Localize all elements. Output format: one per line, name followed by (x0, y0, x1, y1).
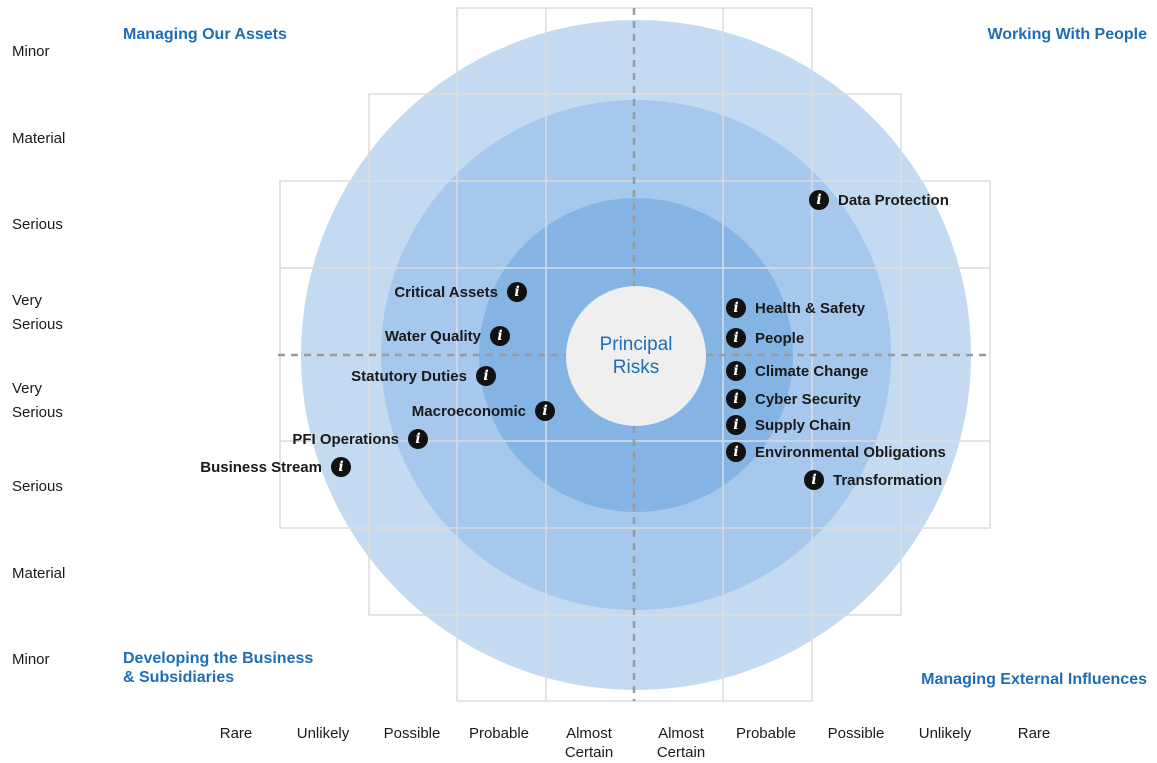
risk-statutory-duties[interactable]: Statutory Duties i (351, 366, 496, 386)
risk-label: Transformation (833, 471, 943, 489)
risk-label: Statutory Duties (351, 367, 467, 385)
info-icon[interactable]: i (726, 298, 746, 318)
info-icon[interactable]: i (490, 326, 510, 346)
risk-cyber-security[interactable]: i Cyber Security (726, 389, 861, 409)
risk-label: Environmental Obligations (755, 443, 946, 461)
quadrant-title-line: Developing the Business (123, 650, 314, 667)
likelihood-label-possible: Possible (383, 725, 441, 742)
risk-people[interactable]: i People (726, 328, 804, 348)
dashed-axes (278, 8, 992, 701)
risk-label: Business Stream (200, 458, 322, 476)
impact-label-line: Very (12, 292, 43, 309)
quadrant-title-external-influences: Managing External Influences (921, 671, 1147, 688)
likelihood-label-probable: Probable (735, 725, 797, 742)
impact-label-line: Very (12, 380, 43, 397)
likelihood-label-unlikely: Unlikely (918, 725, 972, 742)
center-label-line: Risks (612, 357, 660, 378)
risk-label: People (755, 329, 805, 347)
impact-label-minor: Minor (12, 43, 50, 60)
likelihood-label-unlikely: Unlikely (296, 725, 350, 742)
info-icon[interactable]: i (408, 429, 428, 449)
quadrant-title-working-people: Working With People (987, 26, 1147, 43)
info-icon[interactable]: i (535, 401, 555, 421)
risk-label: Cyber Security (755, 390, 861, 408)
likelihood-label-almost-certain: Almost Certain (636, 724, 726, 762)
info-icon[interactable]: i (726, 415, 746, 435)
risk-macroeconomic[interactable]: Macroeconomic i (412, 401, 555, 421)
quadrant-title-managing-assets: Managing Our Assets (123, 26, 287, 43)
info-icon[interactable]: i (507, 282, 527, 302)
likelihood-label-almost-certain: Almost Certain (544, 724, 634, 762)
info-icon[interactable]: i (726, 328, 746, 348)
risk-critical-assets[interactable]: Critical Assets i (394, 282, 527, 302)
quadrant-title-line: & Subsidiaries (123, 669, 235, 686)
risk-climate-change[interactable]: i Climate Change (726, 361, 868, 381)
info-icon[interactable]: i (726, 389, 746, 409)
risk-health-safety[interactable]: i Health & Safety (726, 298, 865, 318)
risk-business-stream[interactable]: Business Stream i (200, 457, 351, 477)
risk-transformation[interactable]: i Transformation (804, 470, 942, 490)
info-icon[interactable]: i (726, 361, 746, 381)
likelihood-label-rare: Rare (219, 725, 253, 742)
risk-label: PFI Operations (292, 430, 399, 448)
info-icon[interactable]: i (809, 190, 829, 210)
info-icon[interactable]: i (476, 366, 496, 386)
likelihood-label-line: Almost (566, 725, 612, 742)
risk-water-quality[interactable]: Water Quality i (385, 326, 510, 346)
likelihood-label-probable: Probable (468, 725, 530, 742)
impact-label-line: Serious (12, 316, 63, 333)
impact-label-minor: Minor (12, 651, 50, 668)
impact-label-line: Serious (12, 404, 63, 421)
center-label: Principal Risks (566, 286, 706, 426)
risk-label: Climate Change (755, 362, 869, 380)
info-icon[interactable]: i (726, 442, 746, 462)
impact-label-serious: Serious (12, 478, 63, 495)
risk-label: Critical Assets (394, 283, 498, 301)
risk-label: Health & Safety (755, 299, 866, 317)
risk-label: Water Quality (384, 327, 481, 345)
info-icon[interactable]: i (331, 457, 351, 477)
impact-label-very-serious: Very Serious (12, 289, 82, 337)
info-icon[interactable]: i (804, 470, 824, 490)
impact-label-material: Material (12, 565, 66, 582)
impact-label-serious: Serious (12, 216, 63, 233)
risk-pfi-operations[interactable]: PFI Operations i (292, 429, 428, 449)
impact-label-material: Material (12, 130, 66, 147)
risk-label: Macroeconomic (411, 402, 526, 420)
quadrant-title-developing-business: Developing the Business & Subsidiaries (123, 649, 313, 687)
risk-environmental-obligations[interactable]: i Environmental Obligations (726, 442, 946, 462)
risk-label: Supply Chain (755, 416, 851, 434)
likelihood-label-rare: Rare (1017, 725, 1051, 742)
likelihood-label-possible: Possible (827, 725, 885, 742)
risk-label: Data Protection (838, 191, 949, 209)
risk-supply-chain[interactable]: i Supply Chain (726, 415, 851, 435)
risk-data-protection[interactable]: i Data Protection (809, 190, 949, 210)
center-circle (566, 286, 706, 426)
likelihood-label-line: Certain (564, 744, 614, 761)
likelihood-label-line: Certain (656, 744, 706, 761)
impact-label-very-serious: Very Serious (12, 377, 82, 425)
likelihood-label-line: Almost (658, 725, 704, 742)
center-label-line: Principal (599, 334, 673, 355)
